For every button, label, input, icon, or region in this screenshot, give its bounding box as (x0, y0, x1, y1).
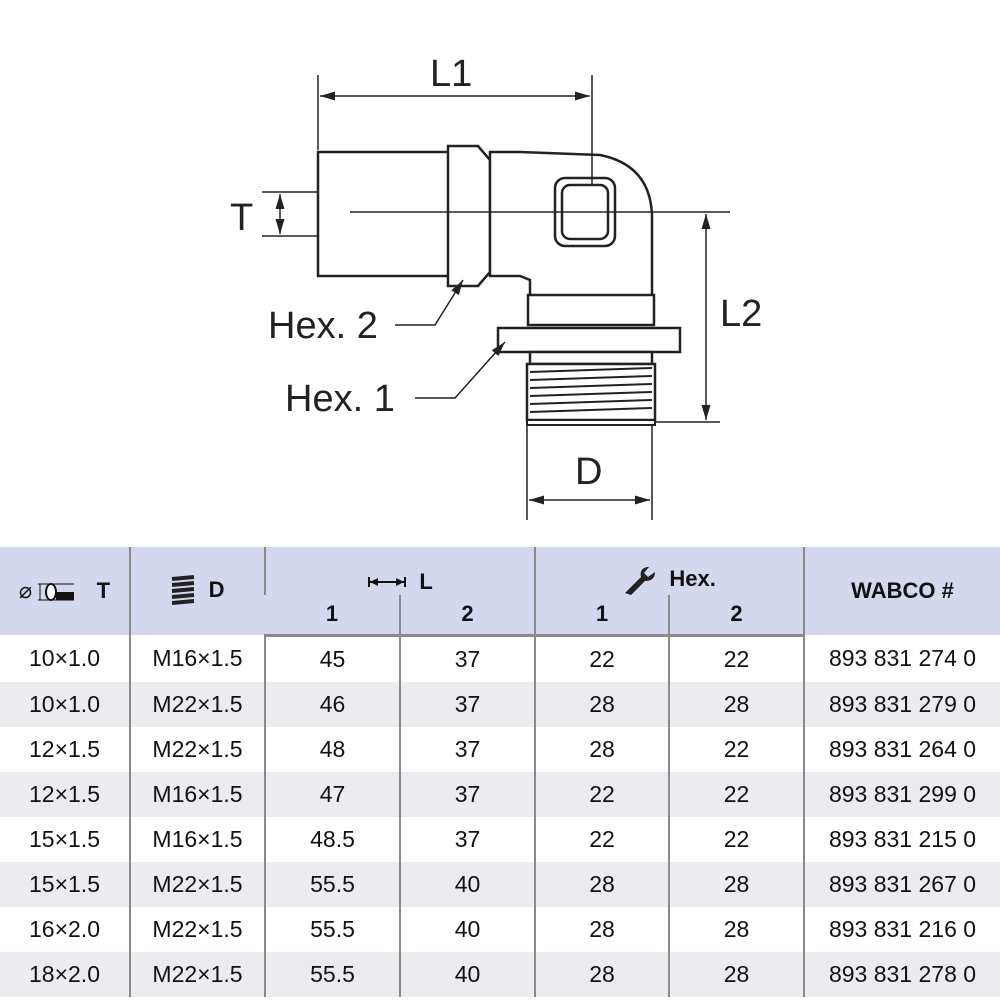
tube-size-cell: 10×1.0 (0, 681, 130, 727)
tube-size-cell: 16×2.0 (29, 915, 100, 942)
hex2-nut (446, 144, 492, 288)
tube-size-cell: 10×1.0 (29, 644, 100, 671)
length-1-cell: 48.5 (264, 816, 400, 862)
tube-size-cell: 12×1.5 (29, 735, 100, 762)
header-l2: 2 (399, 595, 535, 637)
length-1-cell: 47 (264, 771, 400, 817)
hex-1-cell: 28 (534, 681, 669, 727)
length-1-cell: 45 (264, 635, 400, 682)
wabco-number-cell: 893 831 299 0 (803, 771, 1000, 817)
hex-1-cell: 28 (534, 951, 669, 997)
header-l-label: L (419, 569, 433, 594)
hex-2-cell: 28 (668, 861, 804, 907)
label-l1: L1 (430, 53, 472, 95)
thread-size-cell: M22×1.5 (129, 906, 265, 952)
length-1-cell: 55.5 (264, 951, 400, 997)
diameter-symbol: ⌀ (18, 578, 33, 603)
hex-1-cell: 28 (534, 726, 669, 772)
wabco-number-cell: 893 831 267 0 (803, 861, 1000, 907)
label-d: D (575, 451, 602, 493)
label-hex2: Hex. 2 (268, 305, 378, 347)
thread-size-cell: M16×1.5 (129, 635, 265, 682)
hex-2-cell: 22 (668, 635, 804, 682)
header-d: D (129, 547, 265, 635)
wabco-number-cell: 893 831 264 0 (803, 726, 1000, 772)
hex-2-cell: 22 (668, 726, 804, 772)
length-2-cell: 40 (399, 951, 535, 997)
header-d-label: D (208, 576, 225, 602)
header-t-label: T (96, 578, 111, 603)
tube-size-cell: 15×1.5 (0, 861, 130, 907)
wrench-icon (625, 567, 656, 595)
tube-size-cell: 12×1.5 (0, 771, 130, 817)
length-1-cell: 55.5 (264, 861, 400, 907)
label-hex1: Hex. 1 (285, 378, 395, 420)
hex1-nut (496, 326, 682, 354)
length-2-cell: 37 (399, 771, 535, 817)
length-1-cell: 48 (264, 726, 400, 772)
header-l1: 1 (265, 595, 400, 637)
hex-1-cell: 28 (534, 861, 669, 907)
header-hex2: 2 (668, 595, 804, 637)
thread-size-cell: M22×1.5 (129, 861, 265, 907)
header-hex-label: Hex. (669, 565, 716, 591)
header-l: L (264, 547, 535, 595)
header-hex1: 1 (534, 595, 669, 637)
thread-size-cell: M22×1.5 (129, 681, 265, 727)
fitting-diagram: L1 T L2 D Hex. 2 Hex. 1 (230, 53, 762, 520)
length-1-cell: 55.5 (264, 906, 400, 952)
wabco-number-cell: 893 831 278 0 (803, 951, 1000, 997)
hex-2-cell: 28 (668, 681, 804, 727)
length-arrow-icon (368, 577, 407, 587)
length-2-cell: 40 (399, 906, 535, 952)
wabco-number-cell: 893 831 215 0 (803, 816, 1000, 862)
tube-size-cell: 18×2.0 (0, 951, 130, 997)
label-t: T (230, 197, 253, 239)
length-1-cell: 46 (264, 681, 400, 727)
length-2-cell: 37 (399, 635, 535, 682)
header-wabco: WABCO # (803, 547, 1000, 635)
thread-size-cell: M16×1.5 (129, 816, 265, 862)
hex-1-cell: 28 (534, 906, 669, 952)
hex-1-cell: 22 (534, 635, 669, 682)
thread-size-cell: M22×1.5 (129, 951, 265, 997)
header-t: ⌀ T (0, 547, 130, 635)
hex-2-cell: 28 (668, 906, 804, 952)
length-2-cell: 37 (399, 726, 535, 772)
wabco-number-cell: 893 831 216 0 (803, 906, 1000, 952)
thread-icon (172, 575, 195, 605)
thread-size-cell: M22×1.5 (129, 726, 265, 772)
hex-2-cell: 22 (668, 816, 804, 862)
tube-size-cell: 15×1.5 (29, 825, 100, 852)
hex-1-cell: 22 (534, 771, 669, 817)
length-2-cell: 40 (399, 861, 535, 907)
wabco-number-cell: 893 831 274 0 (803, 635, 1000, 682)
header-hex: Hex. (534, 547, 804, 595)
length-2-cell: 37 (399, 681, 535, 727)
tube-icon (38, 583, 75, 602)
length-2-cell: 37 (399, 816, 535, 862)
hex-2-cell: 22 (668, 771, 804, 817)
tube-body (316, 150, 452, 278)
hex-2-cell: 28 (668, 951, 804, 997)
wabco-number-cell: 893 831 279 0 (803, 681, 1000, 727)
thread-size-cell: M16×1.5 (129, 771, 265, 817)
hex-1-cell: 22 (534, 816, 669, 862)
label-l2: L2 (720, 293, 762, 335)
